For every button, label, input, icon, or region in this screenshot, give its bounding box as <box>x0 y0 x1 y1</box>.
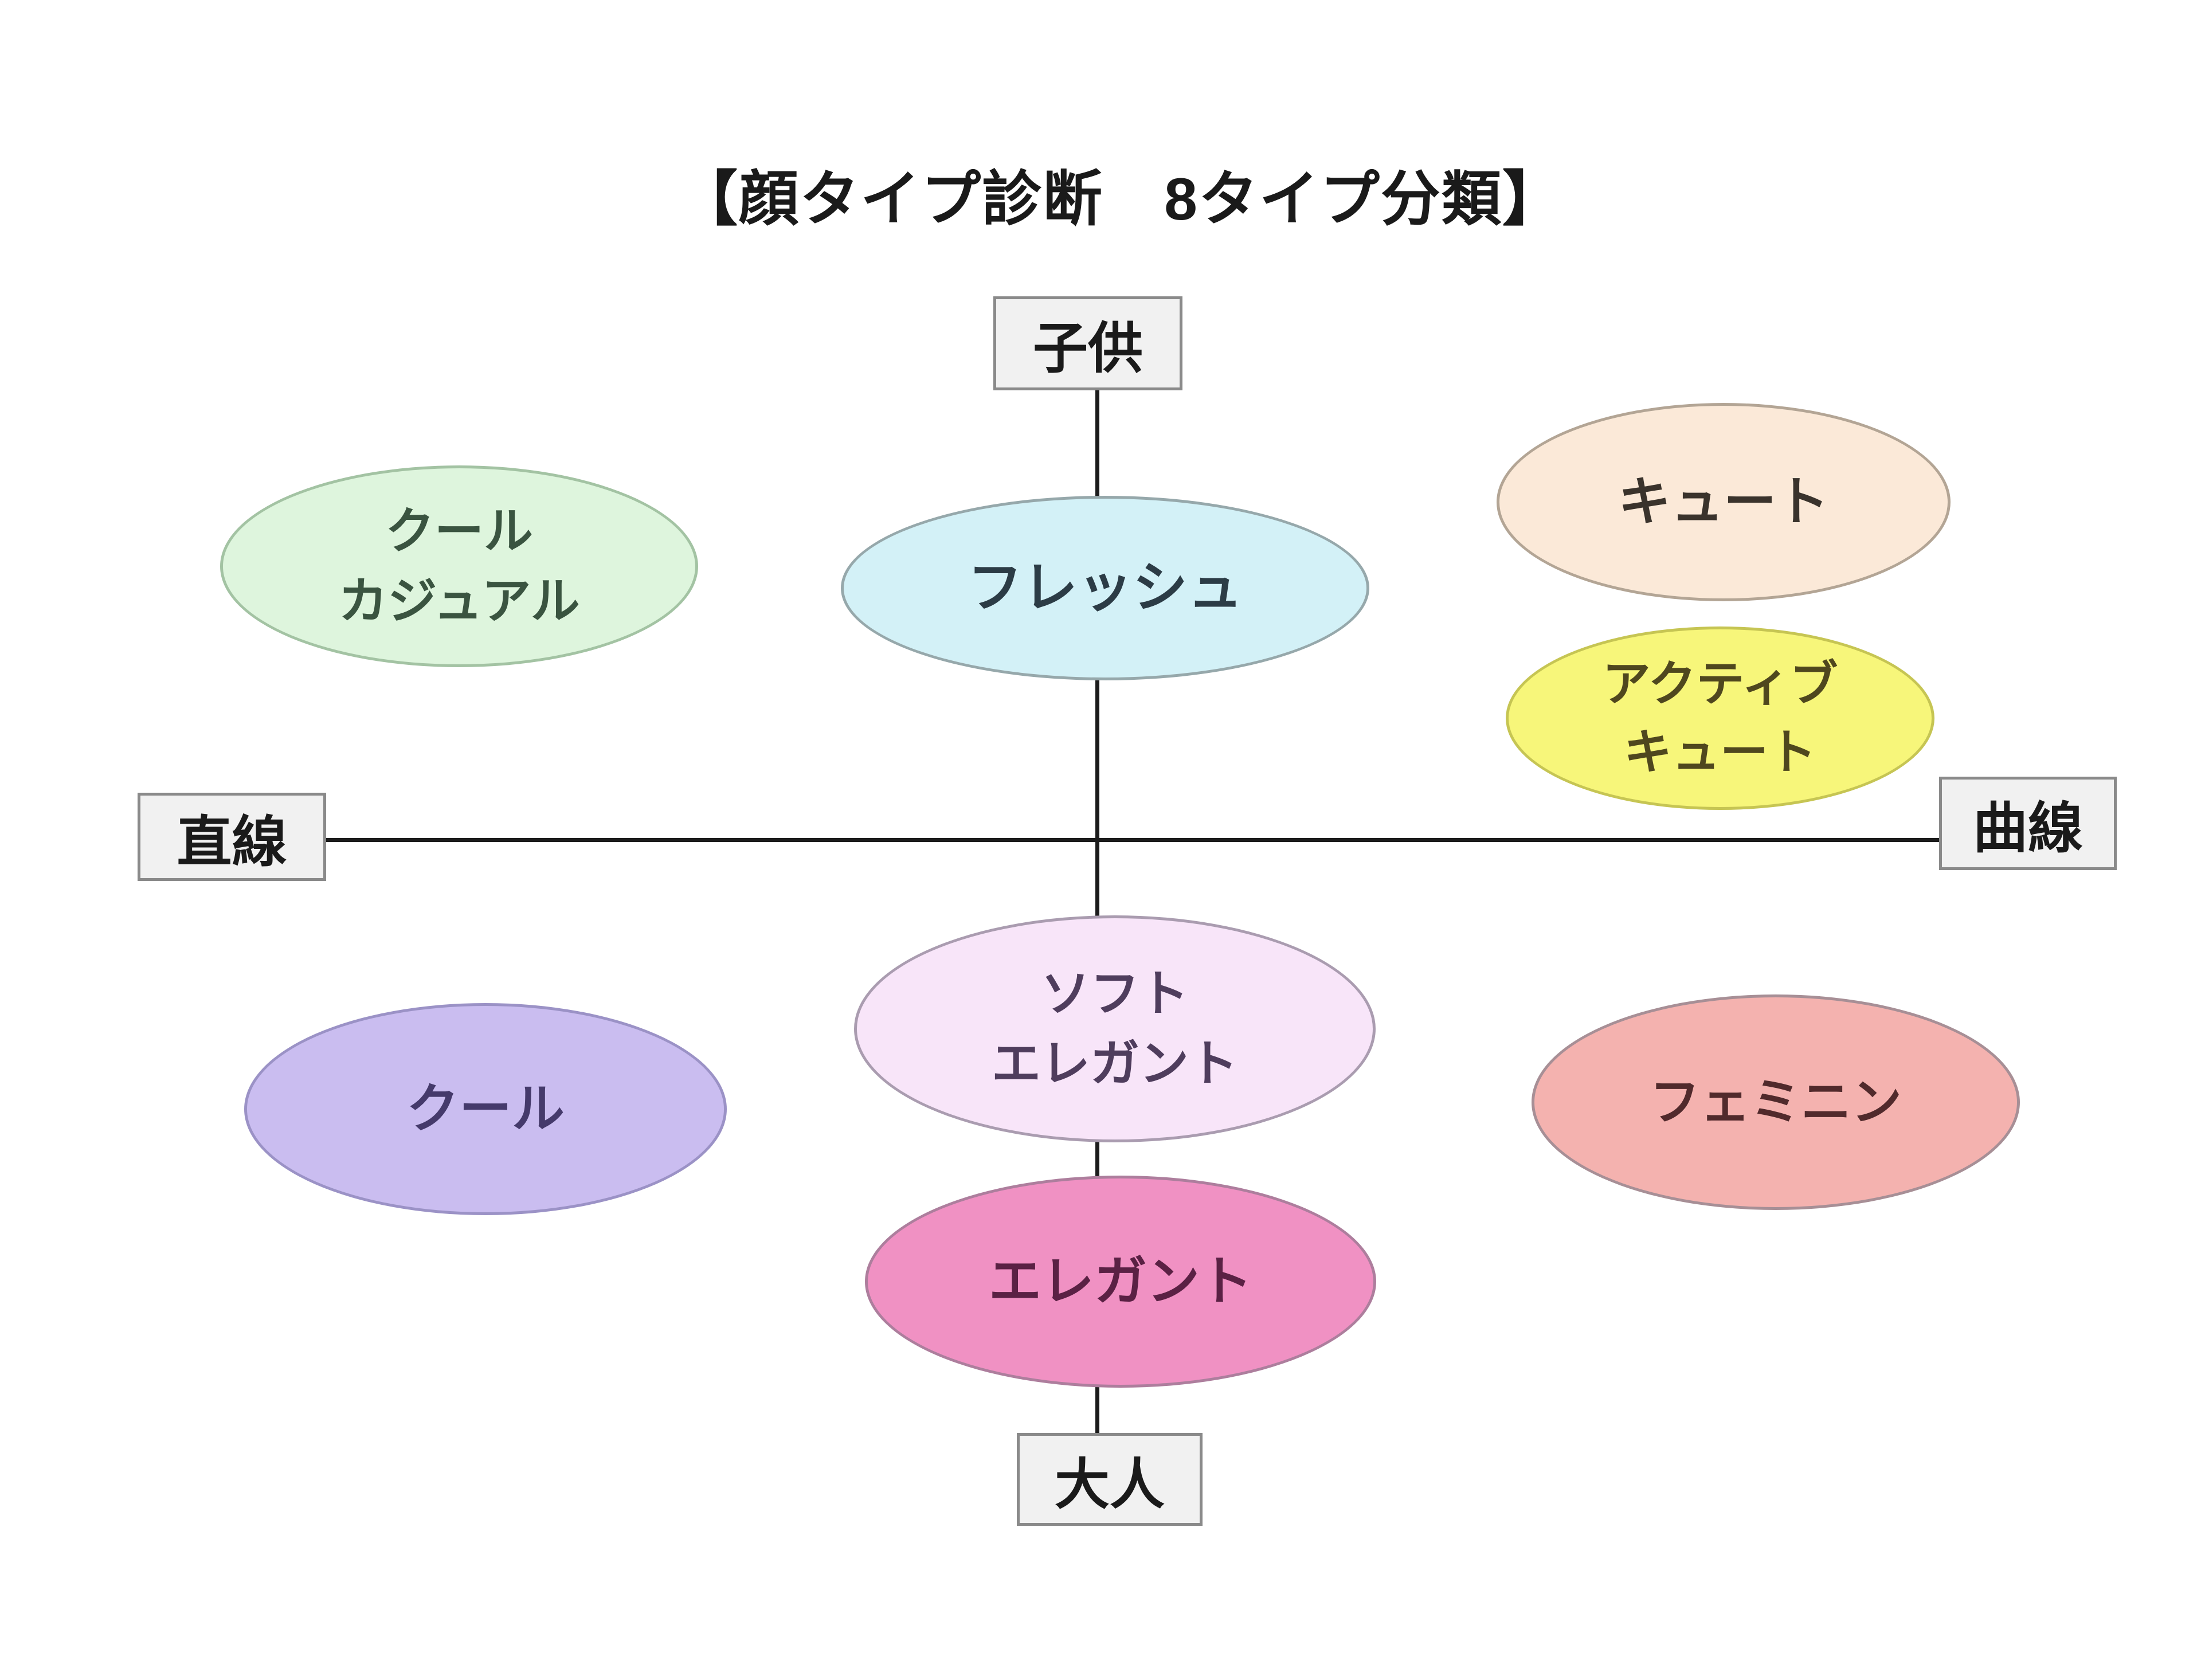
type-ellipse-cool: クール <box>244 1003 727 1215</box>
type-label-line: エレガント <box>992 1036 1238 1091</box>
type-ellipse-elegant: エレガント <box>865 1176 1376 1388</box>
type-label-line: キュート <box>1618 472 1829 531</box>
vertical-axis-segment-soft-elegant <box>1095 1141 1099 1177</box>
type-label-line: アクティブ <box>1602 656 1838 711</box>
type-ellipse-soft-elegant: ソフト エレガント <box>854 915 1376 1142</box>
type-label-line: ソフト <box>1041 966 1189 1021</box>
axis-label-straight-text: 直線 <box>177 811 287 873</box>
type-label-line: クール <box>385 503 533 559</box>
vertical-axis-segment-middle <box>1095 680 1099 917</box>
type-ellipse-feminine: フェミニン <box>1532 994 2020 1210</box>
type-label-line: キュート <box>1623 725 1816 779</box>
type-ellipse-cute: キュート <box>1497 403 1951 601</box>
type-label-line: カジュアル <box>338 574 580 629</box>
vertical-axis-segment-child <box>1095 390 1099 497</box>
diagram-title: 【顔タイプ診断 8タイプ分類】 <box>678 166 1563 233</box>
type-ellipse-fresh: フレッシュ <box>841 496 1369 680</box>
axis-label-curved: 曲線 <box>1939 777 2117 870</box>
type-label-line: フレッシュ <box>968 557 1243 618</box>
type-label-line: クール <box>406 1079 565 1138</box>
type-label-line: エレガント <box>988 1252 1252 1311</box>
axis-label-child-text: 子供 <box>1033 318 1143 379</box>
axis-label-adult-text: 大人 <box>1055 1454 1165 1515</box>
axis-label-adult: 大人 <box>1017 1433 1203 1526</box>
type-label-line: フェミニン <box>1649 1073 1902 1130</box>
type-ellipse-cool-casual: クール カジュアル <box>220 465 698 667</box>
axis-label-straight: 直線 <box>138 793 326 881</box>
axis-label-child: 子供 <box>993 296 1182 390</box>
axis-label-curved-text: 曲線 <box>1973 798 2083 859</box>
type-ellipse-active-cute: アクティブ キュート <box>1506 626 1934 810</box>
vertical-axis-segment-adult <box>1095 1387 1099 1434</box>
horizontal-axis-line <box>325 838 1940 842</box>
